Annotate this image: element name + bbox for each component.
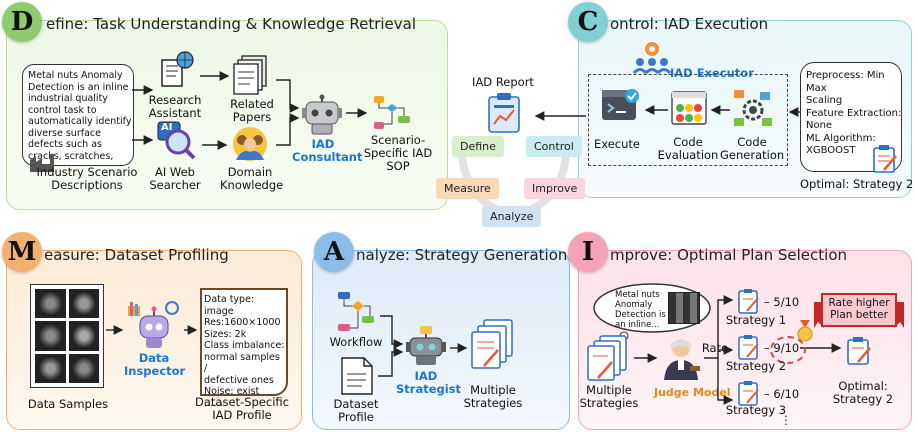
scenario-note-box bbox=[22, 64, 134, 166]
ribbon-banner bbox=[814, 293, 904, 328]
papers-icon bbox=[233, 55, 267, 95]
data-samples-grid bbox=[30, 284, 104, 388]
code-generation-icon bbox=[734, 90, 772, 126]
cycle-measure: Measure bbox=[436, 178, 499, 199]
ai-icon-text: AI bbox=[161, 122, 173, 133]
analyze-badge: A bbox=[314, 232, 354, 272]
cycle-define: Define bbox=[452, 136, 504, 157]
medal-icon bbox=[797, 320, 813, 342]
cycle-analyze: Analyze bbox=[482, 206, 542, 227]
define-badge: D bbox=[2, 2, 42, 42]
iad-report-icon bbox=[488, 93, 520, 133]
sample-image bbox=[68, 353, 99, 383]
sop-flow-icon bbox=[374, 96, 410, 129]
executor-dashed-box bbox=[588, 74, 788, 166]
define-title: efine: Task Understanding & Knowledge Re… bbox=[46, 15, 417, 33]
executor-label: IAD Executor bbox=[670, 66, 754, 80]
judge-label: Judge Model bbox=[654, 386, 731, 399]
strategy-2-label: Strategy 2 bbox=[725, 359, 787, 373]
improve-title: mprove: Optimal Plan Selection bbox=[610, 246, 847, 264]
cycle-control: Control bbox=[526, 136, 582, 157]
sample-image bbox=[68, 321, 99, 351]
strategy-2-highlight bbox=[770, 336, 806, 364]
code-evaluation-icon bbox=[671, 91, 707, 125]
execute-icon bbox=[602, 89, 639, 120]
control-badge: C bbox=[568, 2, 608, 42]
strategy-3-icon bbox=[738, 381, 759, 406]
profile-doc bbox=[200, 288, 288, 396]
strategy-3-label: Strategy 3 bbox=[725, 403, 787, 417]
strategist-robot-icon bbox=[406, 326, 446, 365]
bubble-image bbox=[668, 292, 700, 324]
measure-badge: M bbox=[2, 232, 42, 272]
control-title: ontrol: IAD Execution bbox=[610, 15, 769, 33]
industry-icon bbox=[30, 154, 54, 172]
analyze-title: nalyze: Strategy Generation bbox=[356, 246, 568, 264]
consultant-robot-icon bbox=[302, 94, 342, 135]
sample-image bbox=[68, 289, 99, 319]
iad-report-label: IAD Report bbox=[472, 75, 534, 89]
strategy-1-label: Strategy 1 bbox=[725, 313, 787, 327]
control-optimal-label: Optimal: Strategy 2 bbox=[800, 177, 914, 191]
strategy-dots: ⋮ bbox=[780, 413, 792, 427]
data-inspector-robot-icon bbox=[128, 301, 179, 348]
sample-image bbox=[35, 289, 66, 319]
workflow-icon bbox=[338, 292, 374, 331]
improve-badge: I bbox=[568, 232, 608, 272]
clipboard-icon bbox=[873, 145, 897, 173]
research-assistant-icon bbox=[161, 51, 194, 87]
measure-title: easure: Dataset Profiling bbox=[44, 246, 229, 264]
strategy-2-icon bbox=[738, 335, 759, 360]
judge-icon bbox=[664, 339, 700, 380]
improve-optimal-label: Optimal:Strategy 2 bbox=[832, 379, 894, 406]
rate-label: Rate bbox=[701, 341, 729, 355]
strategy-1-icon bbox=[738, 289, 759, 314]
sample-image bbox=[35, 321, 66, 351]
strategy-3-score: – 6/10 bbox=[764, 387, 800, 401]
workflow-label: Workflow bbox=[329, 335, 383, 349]
data-samples-label: Data Samples bbox=[27, 397, 109, 411]
execute-label: Execute bbox=[594, 137, 640, 151]
strategy-1-score: – 5/10 bbox=[764, 295, 800, 309]
improve-multiple-icon bbox=[587, 335, 627, 381]
optimal-clipboard-icon bbox=[847, 337, 871, 365]
dataset-profile-icon bbox=[341, 357, 373, 395]
executor-group-icon bbox=[632, 42, 672, 75]
domain-knowledge-icon bbox=[233, 127, 267, 161]
multiple-strategies-icon bbox=[471, 319, 513, 369]
cycle-improve: Improve bbox=[524, 178, 586, 199]
sample-image bbox=[35, 353, 66, 383]
web-searcher-icon bbox=[157, 121, 196, 160]
